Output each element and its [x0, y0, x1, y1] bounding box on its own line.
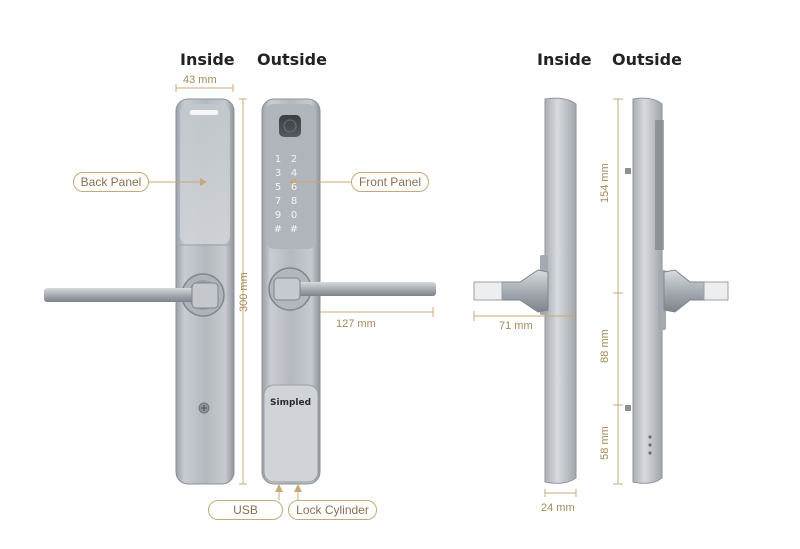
outside-lock-side-view: [625, 97, 729, 484]
dimension-middle-section: 88 mm: [599, 329, 611, 363]
callout-front-panel: Front Panel: [351, 172, 429, 192]
inside-lock-side-view: [473, 97, 577, 484]
dimension-height-total: 300 mm: [238, 272, 250, 312]
heading-side-inside: Inside: [537, 50, 592, 69]
keypad-key: 6: [290, 182, 298, 193]
keypad-key: 4: [290, 168, 298, 179]
dimension-upper-section: 154 mm: [599, 163, 611, 203]
keypad-key: #: [273, 224, 283, 235]
keypad-key: 0: [290, 210, 298, 221]
dimension-lower-section: 58 mm: [599, 426, 611, 460]
heading-front-inside: Inside: [180, 50, 235, 69]
dimension-handle-length: 127 mm: [336, 318, 376, 330]
dimension-width-top: 43 mm: [183, 74, 217, 86]
keypad-key: 9: [274, 210, 282, 221]
brand-logo: Simpled: [270, 398, 312, 408]
dimension-body-thickness: 24 mm: [541, 502, 575, 514]
callout-usb: USB: [208, 500, 283, 520]
callout-arrowheads: [200, 178, 302, 492]
callout-back-panel: Back Panel: [73, 172, 149, 192]
keypad-key: 2: [290, 154, 298, 165]
heading-side-outside: Outside: [612, 50, 682, 69]
heading-front-outside: Outside: [257, 50, 327, 69]
keypad-key: 7: [274, 196, 282, 207]
keypad-key: 1: [274, 154, 282, 165]
keypad-key: 8: [290, 196, 298, 207]
keypad-key: 3: [274, 168, 282, 179]
dimension-handle-depth: 71 mm: [499, 320, 533, 332]
outside-lock-front-view: [261, 98, 436, 485]
dimension-lines: [148, 84, 623, 500]
keypad-key: #: [289, 224, 299, 235]
callout-lock-cylinder: Lock Cylinder: [288, 500, 377, 520]
keypad-key: 5: [274, 182, 282, 193]
inside-lock-front-view: [44, 98, 235, 485]
